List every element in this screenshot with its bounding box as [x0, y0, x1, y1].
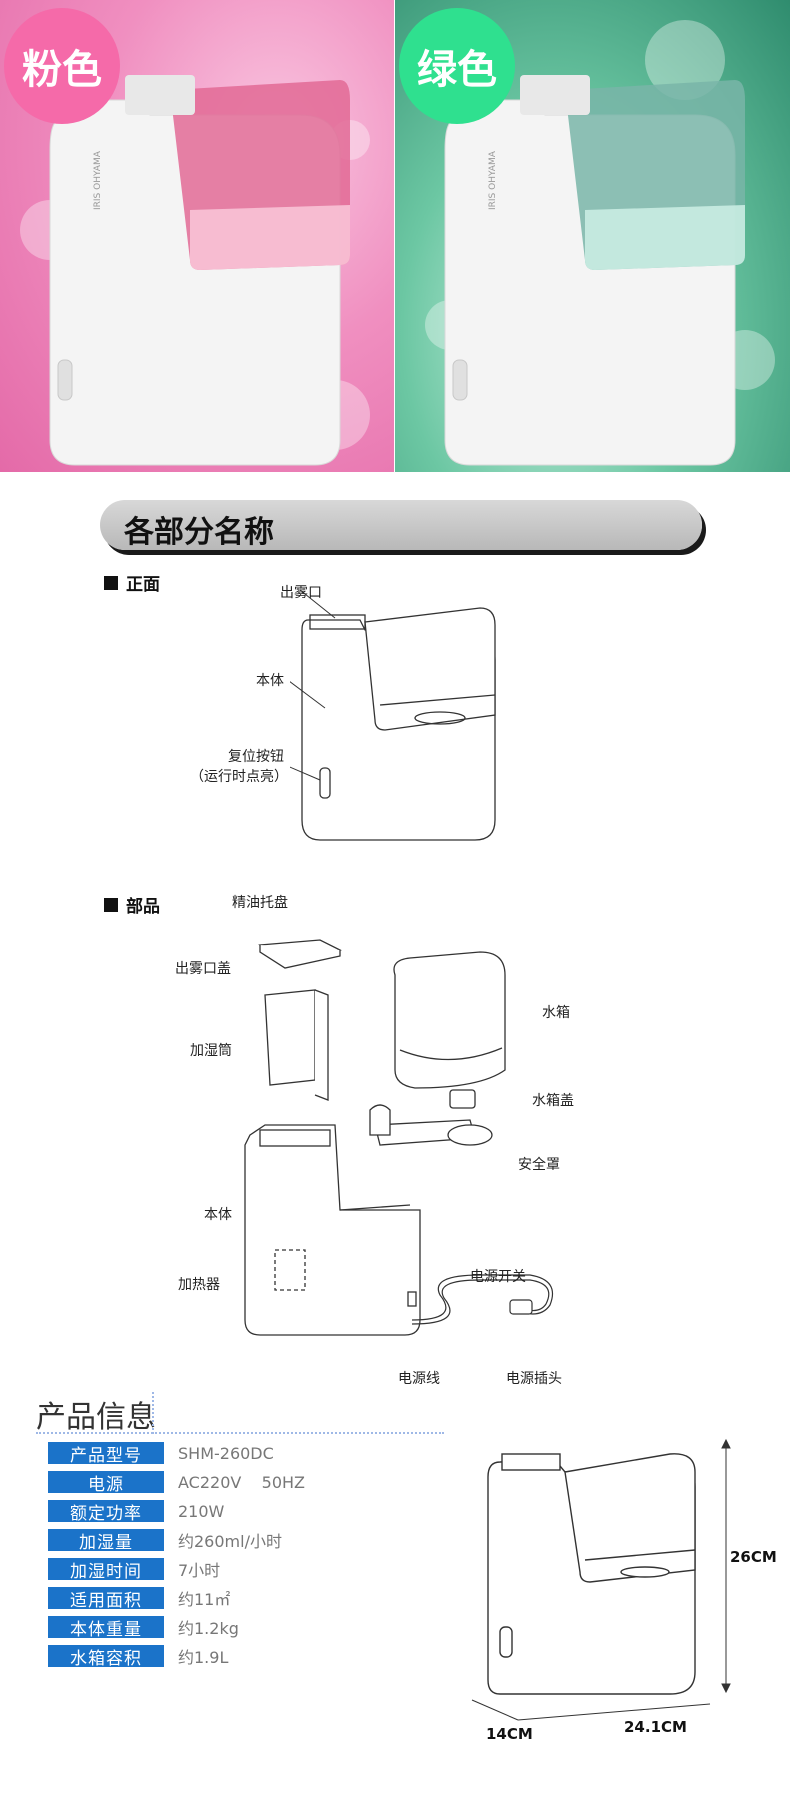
spec-row: 产品型号 SHM-260DC — [48, 1441, 274, 1466]
green-color-badge: 绿色 — [399, 8, 515, 124]
brand-text: IRIS OHYAMA — [488, 150, 498, 210]
dimension-height: 26CM — [730, 1548, 777, 1566]
pink-humidifier-image: IRIS OHYAMA — [49, 75, 350, 466]
spec-key: 额定功率 — [48, 1500, 164, 1524]
label-body-parts: 本体 — [204, 1207, 232, 1223]
dimension-depth: 14CM — [486, 1725, 533, 1743]
spec-row: 额定功率 210W — [48, 1499, 225, 1524]
label-body-front: 本体 — [256, 673, 284, 689]
parts-heading: 部品 — [104, 892, 160, 917]
spec-value: AC220V 50HZ — [178, 1472, 306, 1492]
front-diagram — [290, 590, 496, 841]
label-safety-cover: 安全罩 — [518, 1157, 560, 1173]
dimension-width: 24.1CM — [624, 1718, 687, 1736]
spec-key: 加湿量 — [48, 1529, 164, 1553]
section-header: 各部分名称 — [100, 500, 702, 550]
spec-key: 本体重量 — [48, 1616, 164, 1640]
label-oil-tray: 精油托盘 — [232, 895, 288, 911]
spec-value: 210W — [178, 1501, 225, 1521]
label-mist-outlet: 出雾口 — [280, 585, 322, 601]
label-tank-cap: 水箱盖 — [532, 1093, 574, 1109]
front-heading: 正面 — [104, 570, 160, 595]
brand-text: IRIS OHYAMA — [93, 150, 103, 210]
spec-row: 加湿时间 7小时 — [48, 1557, 221, 1582]
label-mist-cover: 出雾口盖 — [175, 961, 231, 977]
square-bullet-icon — [104, 575, 118, 590]
green-humidifier-image: IRIS OHYAMA — [444, 75, 745, 466]
spec-value: 约260ml/小时 — [178, 1532, 282, 1551]
green-color-panel: IRIS OHYAMA 绿色 — [395, 0, 790, 472]
spec-value: 约1.9L — [178, 1648, 229, 1667]
spec-value: 7小时 — [178, 1561, 221, 1580]
spec-row: 加湿量 约260ml/小时 — [48, 1528, 282, 1553]
label-reset-note: （运行时点亮） — [190, 769, 288, 785]
label-power-switch: 电源开关 — [470, 1269, 526, 1285]
label-power-plug: 电源插头 — [506, 1371, 562, 1387]
spec-key: 适用面积 — [48, 1587, 164, 1611]
pink-color-badge: 粉色 — [4, 8, 120, 124]
spec-key: 加湿时间 — [48, 1558, 164, 1582]
spec-value: 约1.2kg — [178, 1619, 239, 1638]
label-heater: 加热器 — [178, 1277, 220, 1293]
spec-divider — [152, 1392, 154, 1434]
pink-color-panel: IRIS OHYAMA 粉色 — [0, 0, 394, 472]
spec-value: 约11㎡ — [178, 1590, 231, 1609]
label-humidify-tube: 加湿筒 — [190, 1043, 232, 1059]
parts-diagram — [244, 939, 554, 1336]
dimension-diagram — [471, 1438, 731, 1721]
spec-row: 电源 AC220V 50HZ — [48, 1470, 306, 1495]
square-bullet-icon — [104, 897, 118, 912]
label-water-tank: 水箱 — [542, 1005, 570, 1021]
spec-key: 电源 — [48, 1471, 164, 1495]
spec-title: 产品信息 — [36, 1400, 156, 1435]
spec-row: 本体重量 约1.2kg — [48, 1615, 239, 1640]
label-power-cord: 电源线 — [398, 1371, 440, 1387]
spec-row: 水箱容积 约1.9L — [48, 1644, 229, 1669]
spec-rule — [36, 1432, 444, 1434]
spec-value: SHM-260DC — [178, 1443, 274, 1463]
spec-key: 产品型号 — [48, 1442, 164, 1466]
spec-key: 水箱容积 — [48, 1645, 164, 1669]
spec-row: 适用面积 约11㎡ — [48, 1586, 231, 1611]
label-reset-button: 复位按钮 — [228, 749, 284, 765]
section-title: 各部分名称 — [124, 515, 274, 550]
